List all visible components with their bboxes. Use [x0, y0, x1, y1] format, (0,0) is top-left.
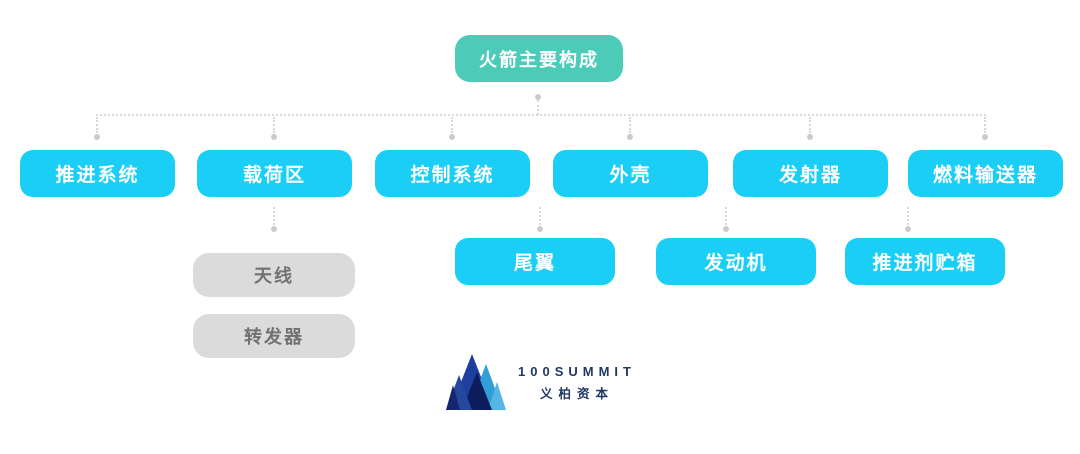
- company-logo: 100SUMMIT 义柏资本: [446, 352, 636, 414]
- node-antenna: 天线: [193, 253, 355, 297]
- node-transponder: 转发器: [193, 314, 355, 358]
- connector-dot: [449, 134, 455, 140]
- connector-dot: [905, 226, 911, 232]
- node-propulsion-system: 推进系统: [20, 150, 175, 197]
- logo-text-block: 100SUMMIT 义柏资本: [518, 364, 636, 402]
- connector-dot: [982, 134, 988, 140]
- node-label: 发动机: [704, 253, 768, 274]
- mountain-logo-icon: [446, 354, 506, 410]
- node-label: 推进剂贮箱: [872, 253, 978, 274]
- node-label: 控制系统: [410, 165, 495, 186]
- node-fuel-conveyor: 燃料输送器: [908, 150, 1063, 197]
- connector-line: [273, 117, 275, 133]
- node-label: 推进系统: [55, 165, 140, 186]
- node-payload-area: 载荷区: [197, 150, 352, 197]
- node-tail-fin: 尾翼: [455, 238, 615, 285]
- logo-name: 100SUMMIT: [518, 364, 636, 379]
- node-label: 载荷区: [242, 165, 306, 186]
- node-shell: 外壳: [553, 150, 708, 197]
- node-control-system: 控制系统: [375, 150, 530, 197]
- node-label: 转发器: [244, 327, 304, 347]
- node-label: 天线: [254, 266, 294, 286]
- connector-line: [96, 117, 98, 133]
- connector-dot: [535, 94, 541, 100]
- connector-line: [451, 117, 453, 133]
- connector-line: [809, 117, 811, 133]
- node-launcher: 发射器: [733, 150, 888, 197]
- connector-line: [273, 207, 275, 225]
- logo-subtitle: 义柏资本: [539, 387, 614, 401]
- connector-line: [539, 207, 541, 225]
- connector-dot: [537, 226, 543, 232]
- node-label: 外壳: [609, 165, 652, 186]
- node-label: 尾翼: [513, 253, 556, 274]
- connector-dot: [271, 226, 277, 232]
- connector-line: [725, 207, 727, 225]
- node-engine: 发动机: [656, 238, 816, 285]
- node-label: 燃料输送器: [932, 165, 1038, 186]
- node-propellant-tank: 推进剂贮箱: [845, 238, 1005, 285]
- connector-line: [984, 117, 986, 133]
- connector-dot: [627, 134, 633, 140]
- connector-dot: [271, 134, 277, 140]
- connector-line: [907, 207, 909, 225]
- node-root-label: 火箭主要构成: [479, 49, 599, 70]
- node-root: 火箭主要构成: [455, 35, 623, 82]
- connector-dot: [807, 134, 813, 140]
- node-label: 发射器: [778, 165, 842, 186]
- connector-line: [537, 100, 539, 115]
- connector-line: [629, 117, 631, 133]
- connector-dot: [94, 134, 100, 140]
- connector-dot: [723, 226, 729, 232]
- connector-line: [96, 114, 986, 116]
